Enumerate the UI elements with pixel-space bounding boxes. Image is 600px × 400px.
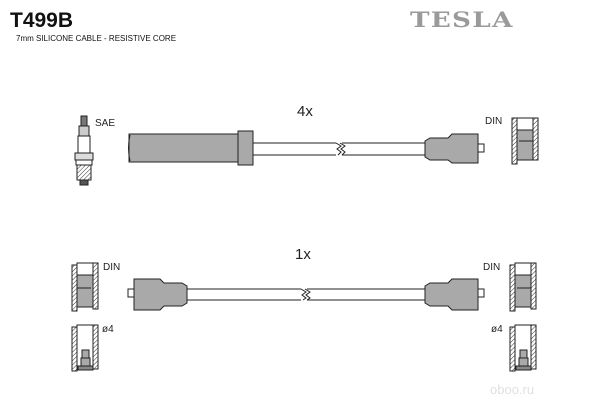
bottom-right-din-terminal-icon <box>509 262 537 312</box>
top-din-boot <box>424 133 485 164</box>
bottom-right-din-label: DIN <box>483 262 501 273</box>
top-din-label: DIN <box>485 116 503 127</box>
sae-spark-plug-icon <box>74 115 94 186</box>
top-cable <box>253 142 425 156</box>
bottom-cable <box>187 288 425 301</box>
bottom-left-din-terminal-icon <box>71 262 99 312</box>
top-quantity: 4x <box>297 103 313 120</box>
sae-label: SAE <box>95 118 116 129</box>
top-straight-boot <box>128 130 254 166</box>
bottom-right-dia-label: ø4 <box>491 324 503 335</box>
bottom-right-dia4-terminal-icon <box>509 324 537 372</box>
watermark: oboo.ru <box>490 382 535 397</box>
cable-description: 7mm SILICONE CABLE - RESISTIVE CORE <box>16 34 177 43</box>
brand-logo: TESLA <box>410 7 514 32</box>
bottom-left-boot <box>127 278 188 311</box>
top-din-terminal-icon <box>511 117 539 165</box>
bottom-left-dia-label: ø4 <box>102 324 114 335</box>
bottom-left-din-label: DIN <box>103 262 121 273</box>
bottom-left-dia4-terminal-icon <box>71 324 99 372</box>
part-number: T499B <box>10 9 74 32</box>
bottom-right-boot <box>424 278 485 311</box>
bottom-quantity: 1x <box>295 246 311 263</box>
